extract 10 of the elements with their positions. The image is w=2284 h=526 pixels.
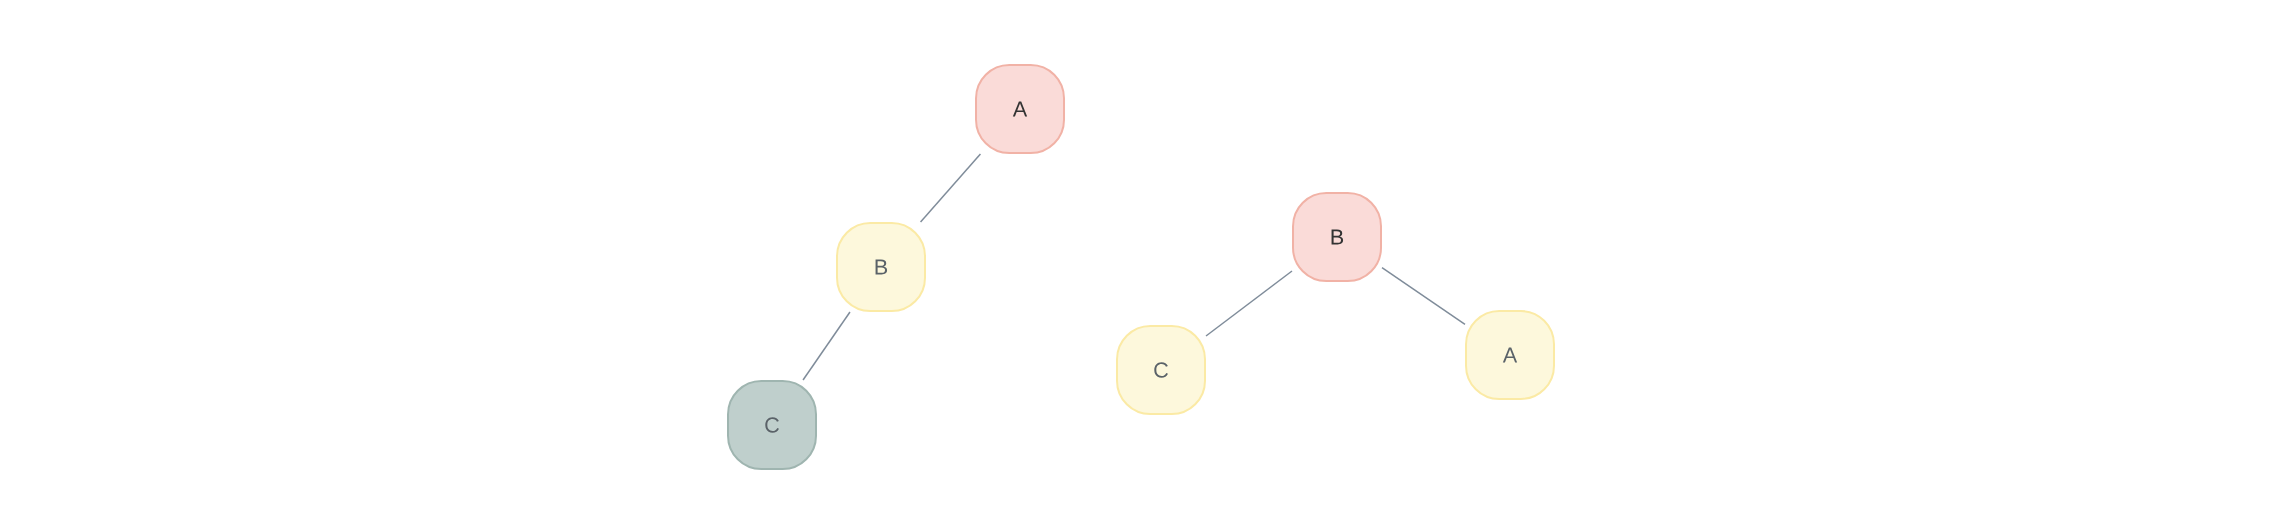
tree-edge	[919, 153, 982, 223]
tree-node: C	[1116, 325, 1206, 415]
tree-node: A	[1465, 310, 1555, 400]
tree-node: C	[727, 380, 817, 470]
tree-edge	[802, 311, 851, 381]
tree-node: B	[1292, 192, 1382, 282]
tree-node: B	[836, 222, 926, 312]
tree-edge	[1205, 270, 1293, 337]
tree-node: A	[975, 64, 1065, 154]
tree-edge	[1381, 266, 1466, 326]
